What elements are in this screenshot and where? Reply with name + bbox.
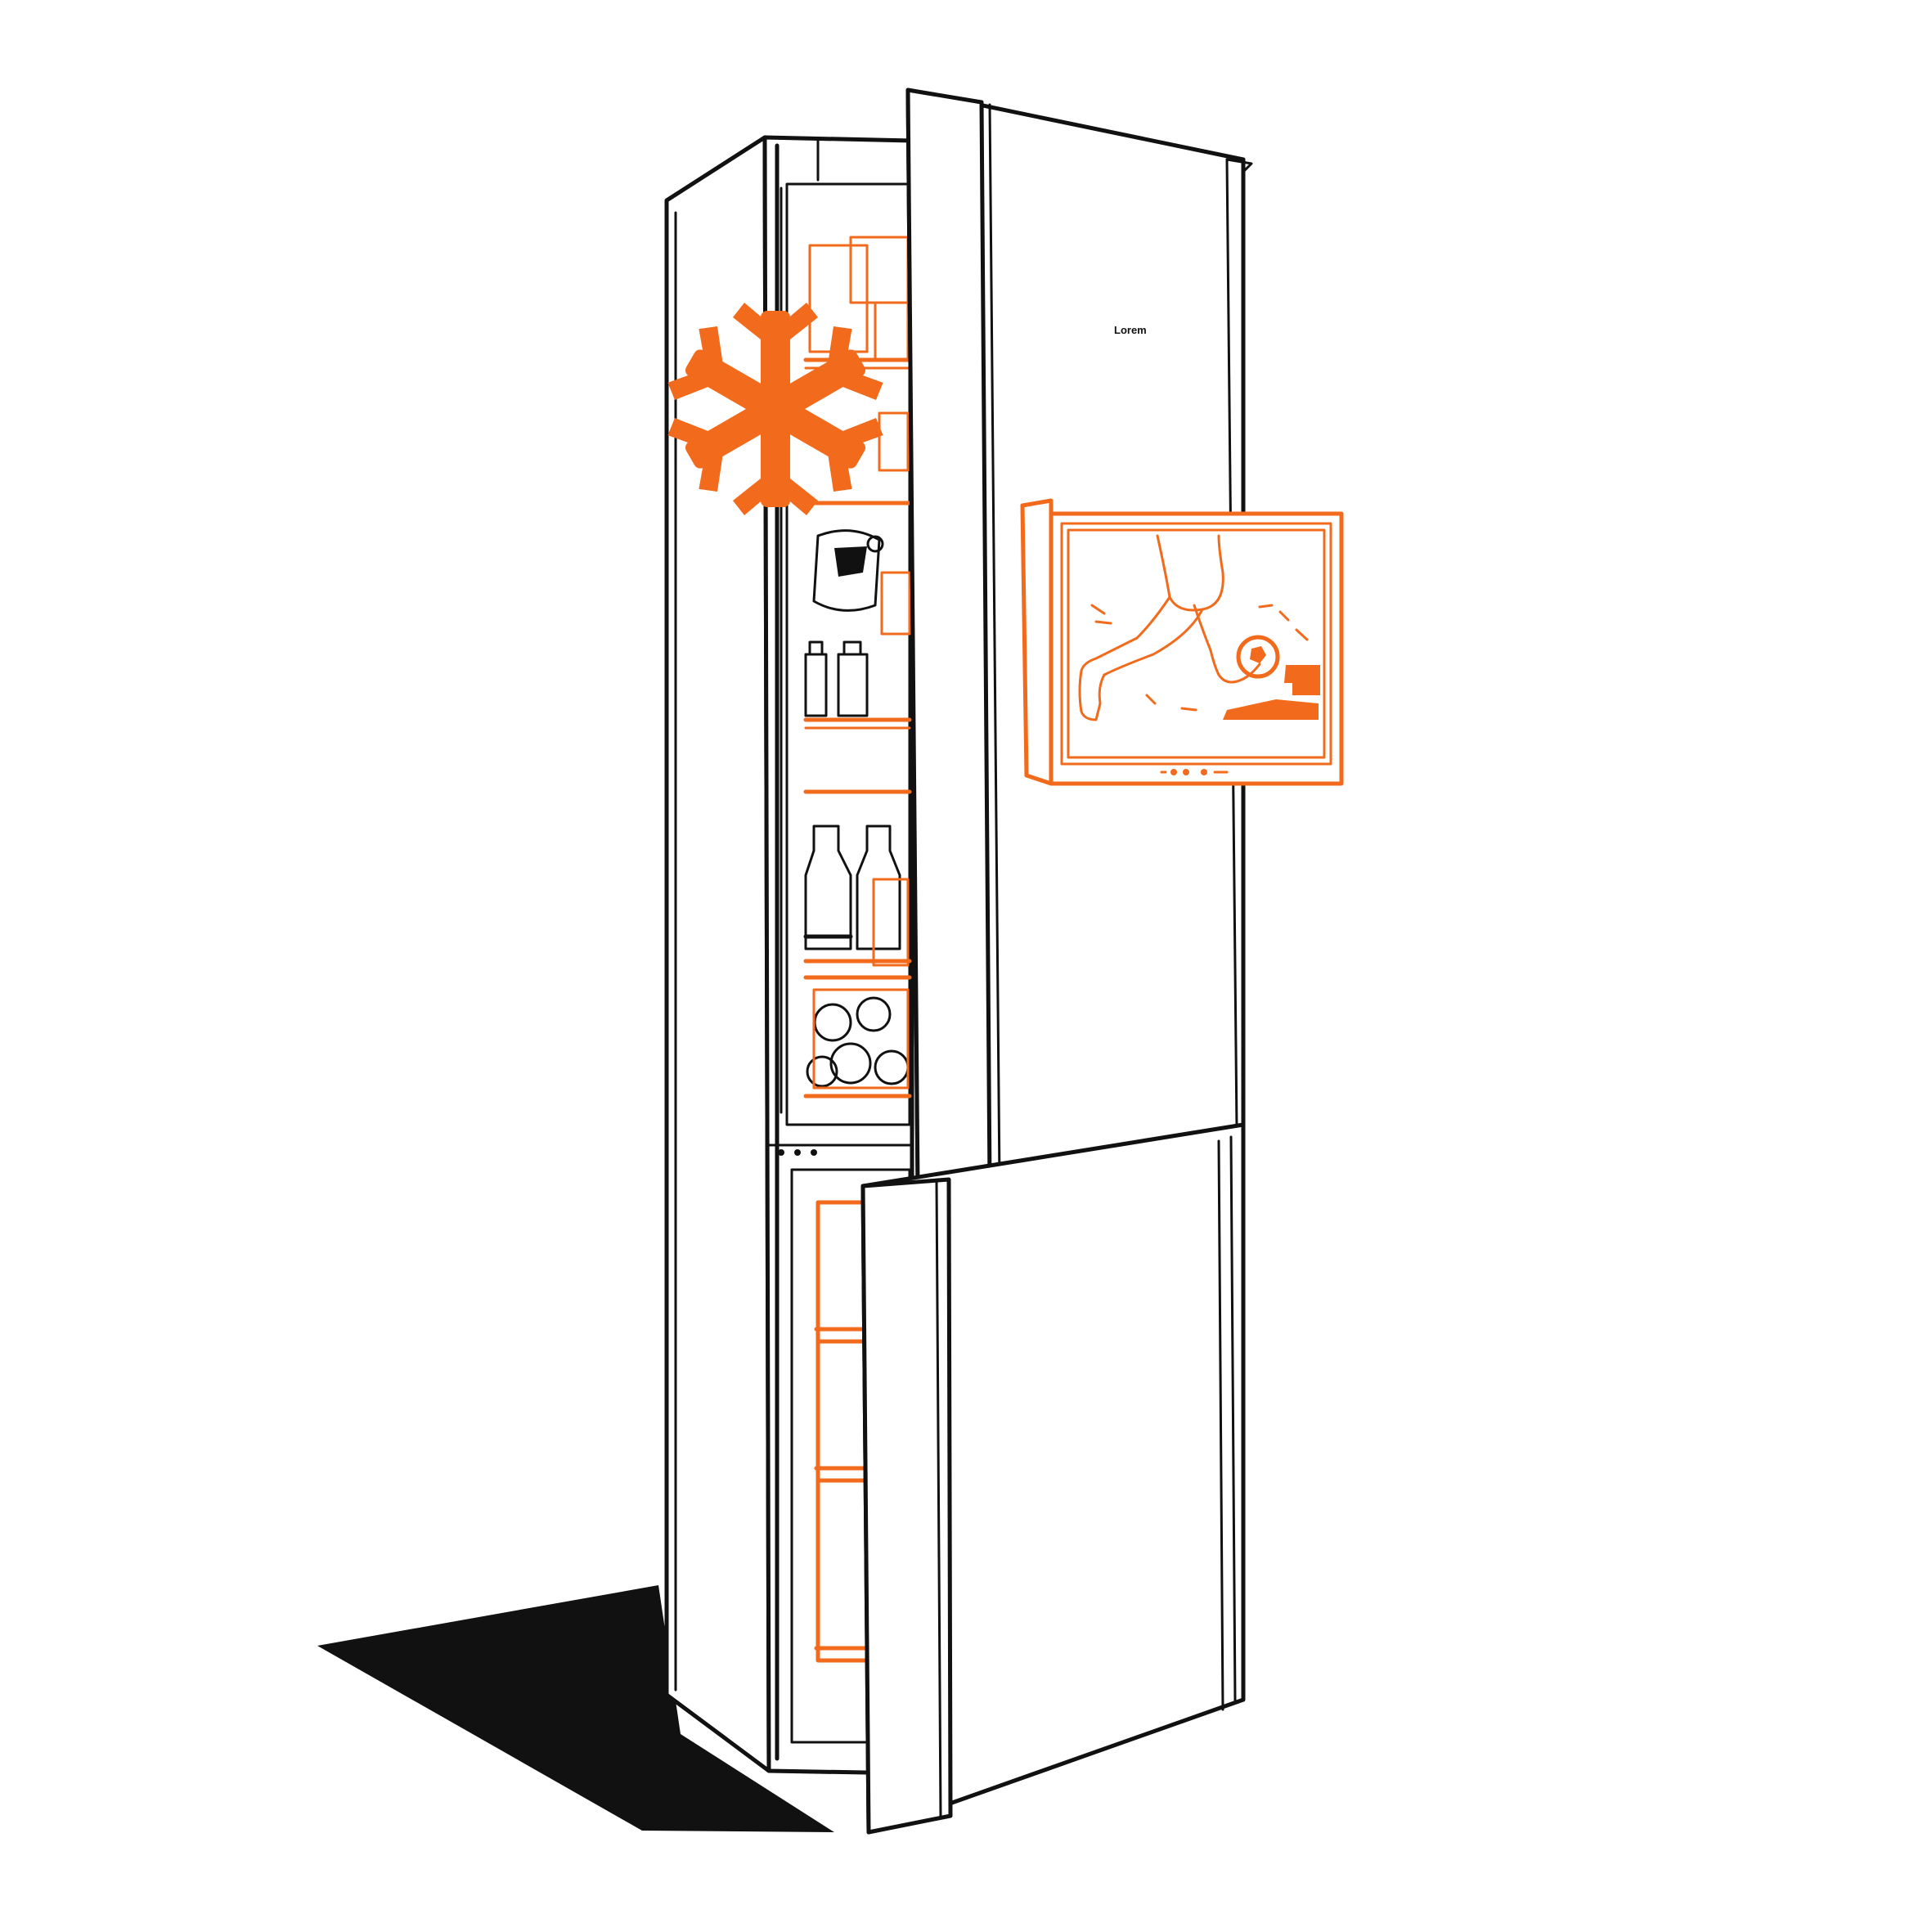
door-television [1020, 498, 1344, 786]
freezer-door[interactable] [860, 1122, 1246, 1835]
fridge-interior [803, 236, 912, 1099]
snowflake-icon [667, 303, 883, 515]
brand-logo: Lorem [1114, 324, 1147, 336]
floor-shadow [317, 1585, 834, 1832]
tv-football-scene [1078, 534, 1320, 721]
